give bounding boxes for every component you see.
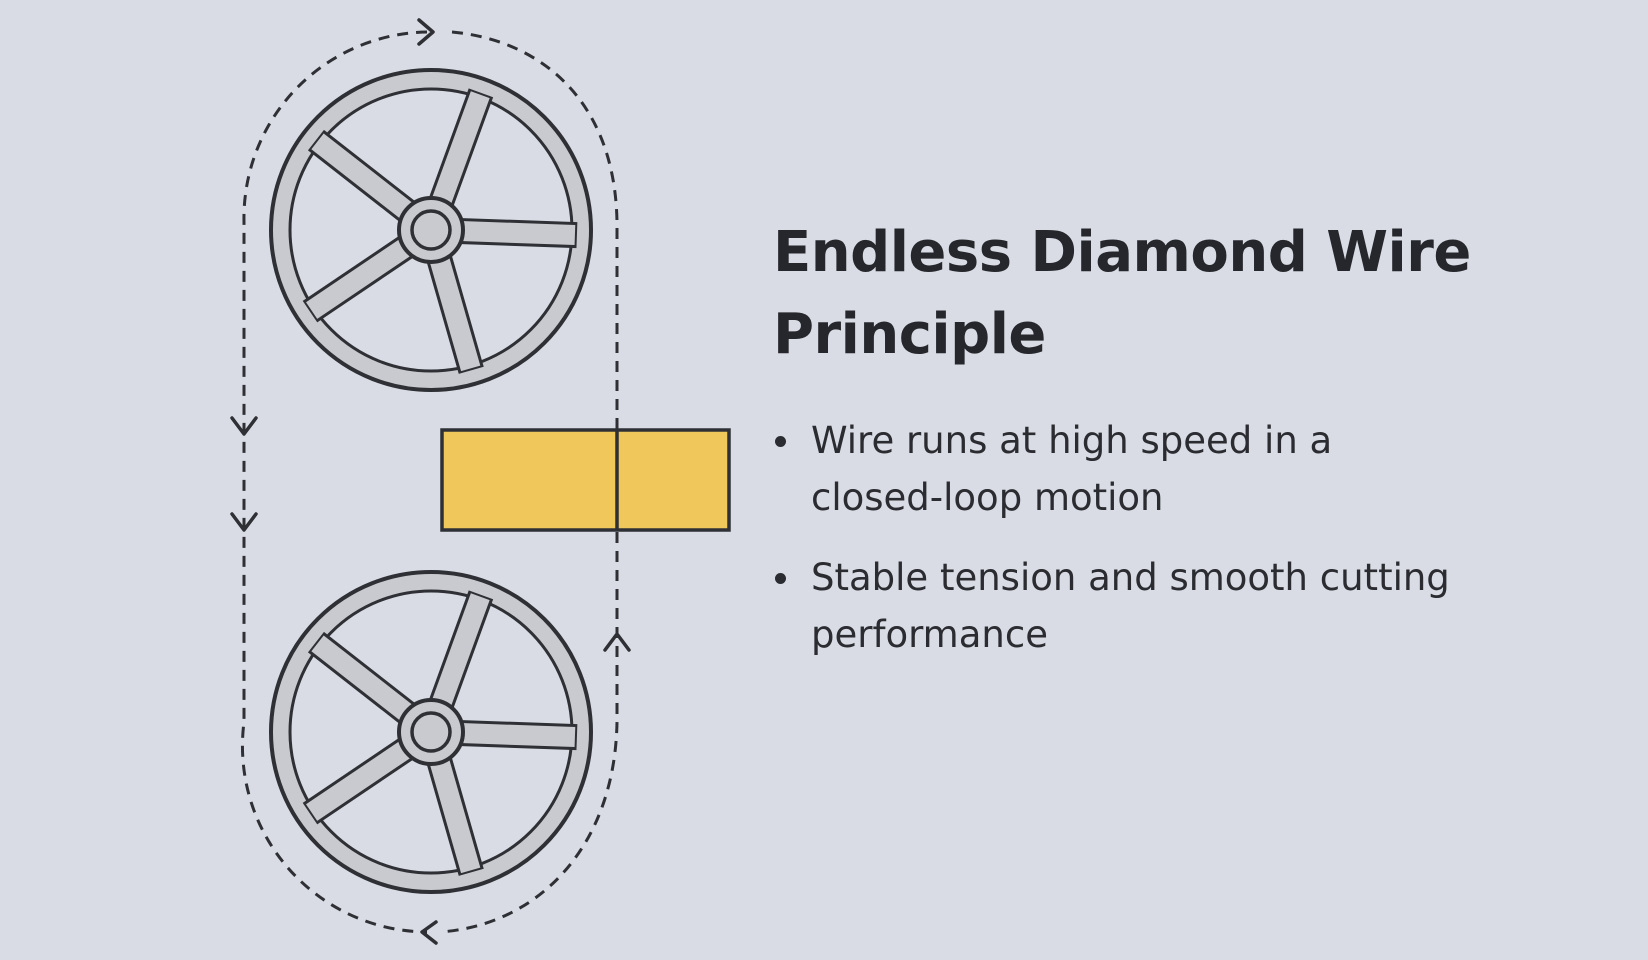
title-line-1: Endless Diamond Wire xyxy=(773,220,1471,285)
workpiece-block xyxy=(440,428,731,532)
bullet-dot-icon xyxy=(775,436,786,447)
bullet-text-line: closed-loop motion xyxy=(811,476,1164,519)
title-line-2: Principle xyxy=(773,302,1046,367)
bullet-list: Wire runs at high speed in a closed-loop… xyxy=(773,412,1593,663)
bullet-dot-icon xyxy=(775,573,786,584)
bullet-item: Wire runs at high speed in a closed-loop… xyxy=(773,412,1593,526)
arrowhead-icon xyxy=(230,512,258,532)
wire-loop-path-right xyxy=(439,30,619,934)
arrowhead-icon xyxy=(420,920,438,945)
arrowhead-icon xyxy=(417,18,435,46)
arrowhead-icon xyxy=(603,632,631,652)
bottom-wheel-icon xyxy=(269,570,593,894)
wire-loop-path xyxy=(240,30,428,934)
bullet-item: Stable tension and smooth cutting perfor… xyxy=(773,549,1593,663)
arrowhead-icon xyxy=(230,416,258,436)
bullet-text-line: performance xyxy=(811,613,1048,656)
bullet-text-line: Stable tension and smooth cutting xyxy=(811,556,1450,599)
diagram-title: Endless Diamond Wire Principle xyxy=(773,212,1593,376)
text-panel: Endless Diamond Wire Principle Wire runs… xyxy=(773,212,1593,686)
bullet-text-line: Wire runs at high speed in a xyxy=(811,419,1333,462)
top-wheel-icon xyxy=(269,68,593,392)
